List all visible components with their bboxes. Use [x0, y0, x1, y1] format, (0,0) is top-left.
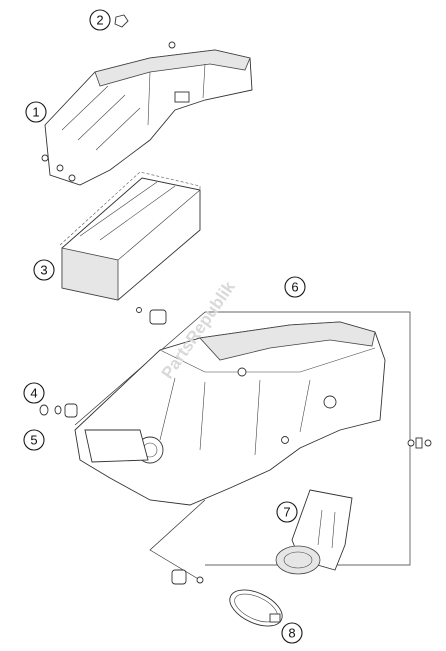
- callout-1-number: 1: [32, 105, 39, 120]
- callout-6: 6: [284, 276, 306, 298]
- rubber-bush: [64, 403, 78, 418]
- callout-4: 4: [23, 382, 45, 404]
- washer-set: [39, 403, 78, 418]
- callout-5-number: 5: [30, 433, 37, 448]
- bolt-right: [407, 437, 432, 449]
- air-filter-element: [59, 171, 201, 301]
- rubber-grommet: [136, 307, 167, 325]
- screw: [168, 41, 176, 49]
- callout-2: 2: [89, 9, 111, 31]
- cover-clip: [174, 91, 190, 103]
- callout-6-number: 6: [291, 280, 298, 295]
- callout-5: 5: [23, 429, 45, 451]
- mounting-rubber-lower: [171, 569, 204, 585]
- screw: [41, 154, 49, 162]
- screw: [68, 174, 76, 182]
- callout-3-number: 3: [40, 263, 47, 278]
- callout-7: 7: [276, 501, 298, 523]
- air-filter-box: [74, 311, 411, 581]
- hose-clamp: [229, 589, 283, 627]
- callout-4-number: 4: [30, 386, 37, 401]
- washer: [39, 404, 49, 416]
- callout-3: 3: [33, 259, 55, 281]
- callout-7-number: 7: [283, 505, 290, 520]
- callout-2-number: 2: [96, 13, 103, 28]
- intake-boot: [275, 489, 353, 575]
- callout-8: 8: [281, 622, 303, 644]
- callout-1: 1: [25, 101, 47, 123]
- air-filter-cover: [41, 41, 253, 186]
- callout-8-number: 8: [288, 626, 295, 641]
- nut: [114, 14, 129, 28]
- washer: [54, 405, 62, 415]
- screw: [56, 164, 64, 172]
